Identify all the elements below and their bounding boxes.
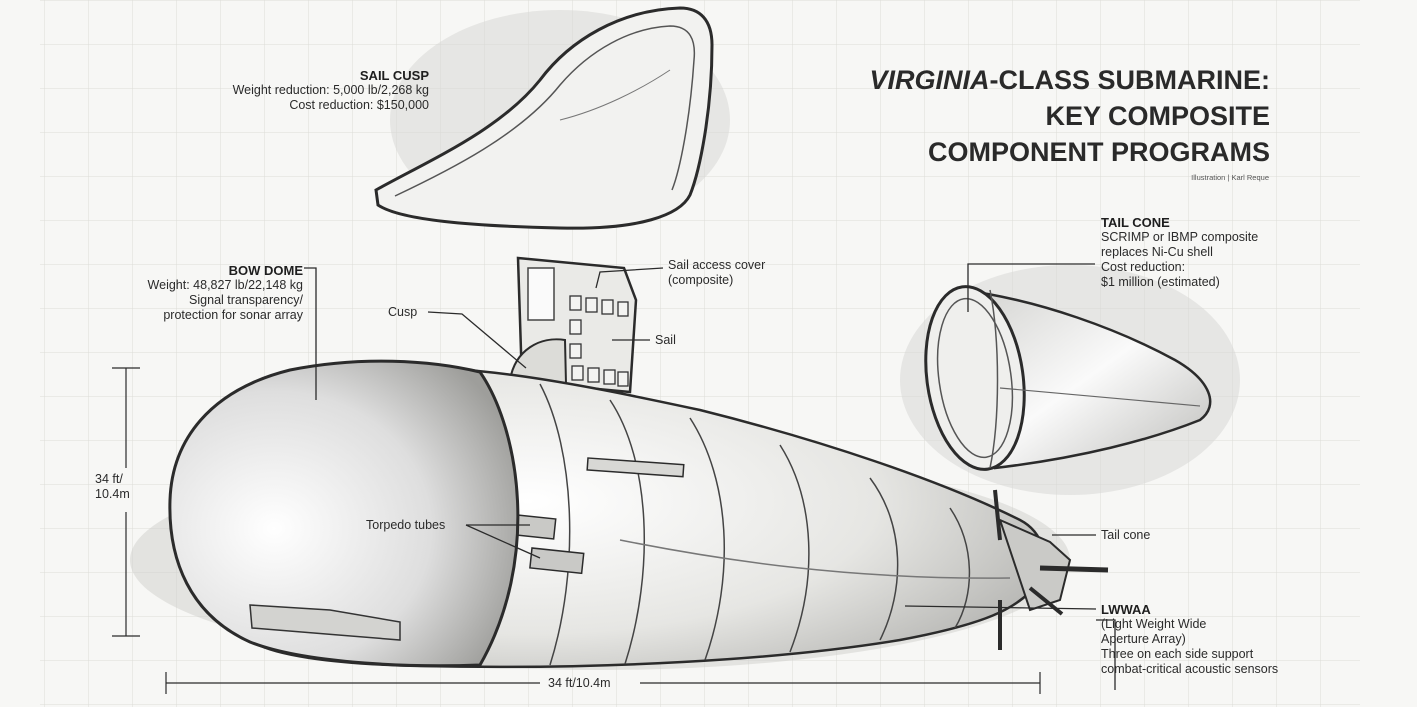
lwwaa-line: Aperture Array) — [1101, 632, 1186, 646]
bow-dome-line: Signal transparency/ — [189, 293, 303, 307]
tail-cone-line: Cost reduction: — [1101, 260, 1186, 274]
width-dimension-label: 34 ft/10.4m — [548, 676, 611, 690]
sail-cusp-line: Weight reduction: 5,000 lb/2,268 kg — [232, 83, 429, 97]
illustration-credit: Illustration | Karl Reque — [1191, 173, 1269, 182]
lwwaa-line: combat-critical acoustic sensors — [1101, 662, 1279, 676]
tail-cone-callout: TAIL CONE SCRIMP or IBMP composite repla… — [1101, 215, 1258, 290]
leader-lines — [304, 263, 1116, 690]
title-line-1: VIRGINIA-CLASS SUBMARINE: — [869, 62, 1270, 98]
bow-dome-drawing — [168, 359, 520, 668]
torpedo-tubes-label: Torpedo tubes — [366, 518, 446, 532]
bow-dome-heading: BOW DOME — [228, 263, 303, 278]
bow-dome-line: protection for sonar array — [163, 308, 303, 322]
cusp-label: Cusp — [388, 305, 418, 319]
tail-assembly-drawing — [993, 489, 1109, 650]
sail-access-cover-line: Sail access cover — [668, 258, 766, 272]
sail-access-cover-label: Sail access cover (composite) — [668, 258, 765, 288]
lwwaa-heading: LWWAA — [1101, 602, 1151, 617]
sail-cusp-callout: SAIL CUSP Weight reduction: 5,000 lb/2,2… — [233, 68, 429, 113]
bow-dome-line: Weight: 48,827 lb/22,148 kg — [147, 278, 303, 292]
sail-access-cover-line: (composite) — [668, 273, 734, 287]
sail-drawing — [508, 256, 638, 394]
height-dimension-line: 34 ft/ — [95, 472, 123, 486]
bow-dome-callout: BOW DOME Weight: 48,827 lb/22,148 kg Sig… — [148, 263, 303, 323]
height-dimension-line: 10.4m — [95, 487, 130, 501]
tail-cone-drawing — [900, 265, 1240, 495]
sail-cusp-drawing — [374, 6, 730, 230]
sail-cusp-line: Cost reduction: $150,000 — [289, 98, 429, 112]
page-title: VIRGINIA-CLASS SUBMARINE: KEY COMPOSITE … — [869, 62, 1270, 170]
title-line-1-rest: -CLASS SUBMARINE: — [989, 65, 1271, 95]
title-line-3: COMPONENT PROGRAMS — [927, 137, 1270, 167]
tail-cone-line: $1 million (estimated) — [1101, 275, 1220, 289]
sail-cusp-heading: SAIL CUSP — [359, 68, 429, 83]
tail-cone-line: replaces Ni-Cu shell — [1101, 245, 1213, 259]
dimension-lines — [112, 367, 1041, 694]
tail-cone-label: Tail cone — [1101, 528, 1151, 542]
lwwaa-callout: LWWAA (Light Weight Wide Aperture Array)… — [1101, 602, 1278, 677]
tail-cone-heading: TAIL CONE — [1101, 215, 1170, 230]
title-line-2: KEY COMPOSITE — [1045, 101, 1270, 131]
tail-cone-line: SCRIMP or IBMP composite — [1101, 230, 1259, 244]
sail-label: Sail — [655, 333, 676, 347]
height-dimension-label: 34 ft/ 10.4m — [95, 472, 130, 502]
lwwaa-line: Three on each side support — [1101, 647, 1254, 661]
title-italic: VIRGINIA — [869, 65, 990, 95]
lwwaa-line: (Light Weight Wide — [1101, 617, 1207, 631]
